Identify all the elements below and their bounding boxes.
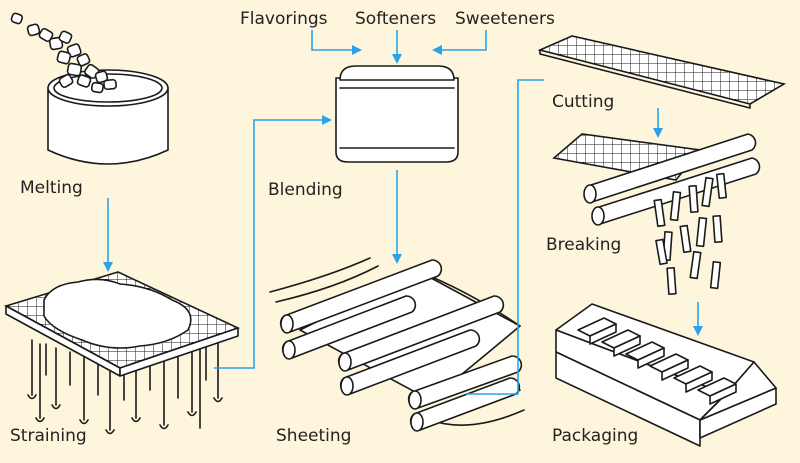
strainer-illustration	[3, 271, 241, 435]
label-melting: Melting	[20, 178, 83, 198]
label-blending: Blending	[268, 180, 343, 200]
arrow-melting-to-straining	[103, 198, 113, 272]
label-flavorings: Flavorings	[240, 9, 328, 29]
label-straining: Straining	[10, 426, 87, 446]
label-sweeteners: Sweeteners	[455, 9, 555, 29]
sheeting-illustration	[269, 257, 525, 432]
rollers	[279, 259, 523, 432]
label-packaging: Packaging	[552, 426, 639, 446]
drips	[27, 339, 223, 435]
flow-arrows	[103, 30, 703, 395]
packaged-bars	[577, 317, 737, 405]
label-sheeting: Sheeting	[276, 426, 352, 446]
breaking-illustration	[552, 133, 761, 295]
melting-pot-illustration	[10, 12, 169, 165]
arrow-softeners	[392, 30, 402, 64]
arrow-straining-to-blending	[214, 115, 332, 369]
arrow-breaking-to-packaging	[693, 302, 703, 336]
label-breaking: Breaking	[546, 235, 622, 255]
blender-illustration	[335, 65, 459, 163]
label-softeners: Softeners	[355, 9, 437, 29]
arrow-sheeting-to-cutting	[466, 79, 544, 395]
arrow-sweeteners	[432, 30, 487, 55]
cutting-illustration	[537, 35, 787, 109]
arrow-blending-to-sheeting	[392, 170, 402, 264]
chunks	[10, 12, 117, 94]
arrow-cutting-to-breaking	[653, 108, 663, 138]
packaging-illustration	[555, 303, 777, 447]
label-cutting: Cutting	[552, 92, 615, 112]
falling-bars	[653, 172, 728, 295]
arrow-flavorings	[311, 30, 362, 55]
